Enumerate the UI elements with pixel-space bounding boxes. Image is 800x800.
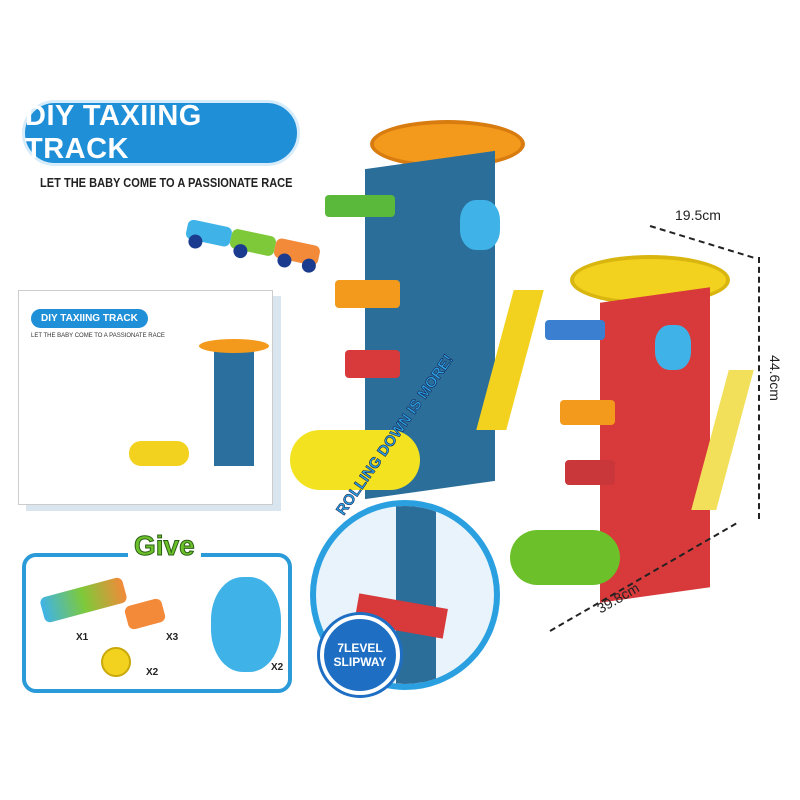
wheel-item bbox=[101, 647, 131, 677]
product-title: DIY TAXIING TRACK bbox=[22, 100, 300, 166]
qty-single-car: X3 bbox=[166, 632, 179, 643]
level-text: 7LEVEL bbox=[337, 641, 383, 655]
box-title: DIY TAXIING TRACK bbox=[31, 309, 148, 328]
give-label: Give bbox=[128, 530, 201, 562]
box-tower-image bbox=[214, 346, 254, 466]
product-subtitle: LET THE BABY COME TO A PASSIONATE RACE bbox=[40, 175, 293, 190]
car-train-item bbox=[39, 576, 128, 624]
qty-bear: X2 bbox=[271, 662, 284, 673]
product-box: DIY TAXIING TRACK LET THE BABY COME TO A… bbox=[18, 290, 273, 505]
height-label: 44.6cm bbox=[766, 355, 783, 401]
red-track-tower bbox=[510, 250, 760, 620]
box-tower-top bbox=[199, 339, 269, 353]
box-subtitle: LET THE BABY COME TO A PASSIONATE RACE bbox=[31, 333, 165, 339]
qty-car-train: X1 bbox=[76, 632, 89, 643]
blue-track-tower bbox=[290, 110, 550, 510]
depth-label: 19.5cm bbox=[675, 207, 721, 223]
qty-wheel: X2 bbox=[146, 667, 159, 678]
included-items-box: X1 X3 X2 X2 bbox=[22, 553, 292, 693]
single-car-item bbox=[123, 597, 167, 631]
box-crocodile bbox=[129, 441, 189, 466]
bear-item bbox=[211, 577, 281, 672]
height-line bbox=[758, 257, 760, 519]
level-badge: 7LEVEL SLIPWAY bbox=[320, 615, 400, 695]
slipway-text: SLIPWAY bbox=[333, 655, 387, 669]
